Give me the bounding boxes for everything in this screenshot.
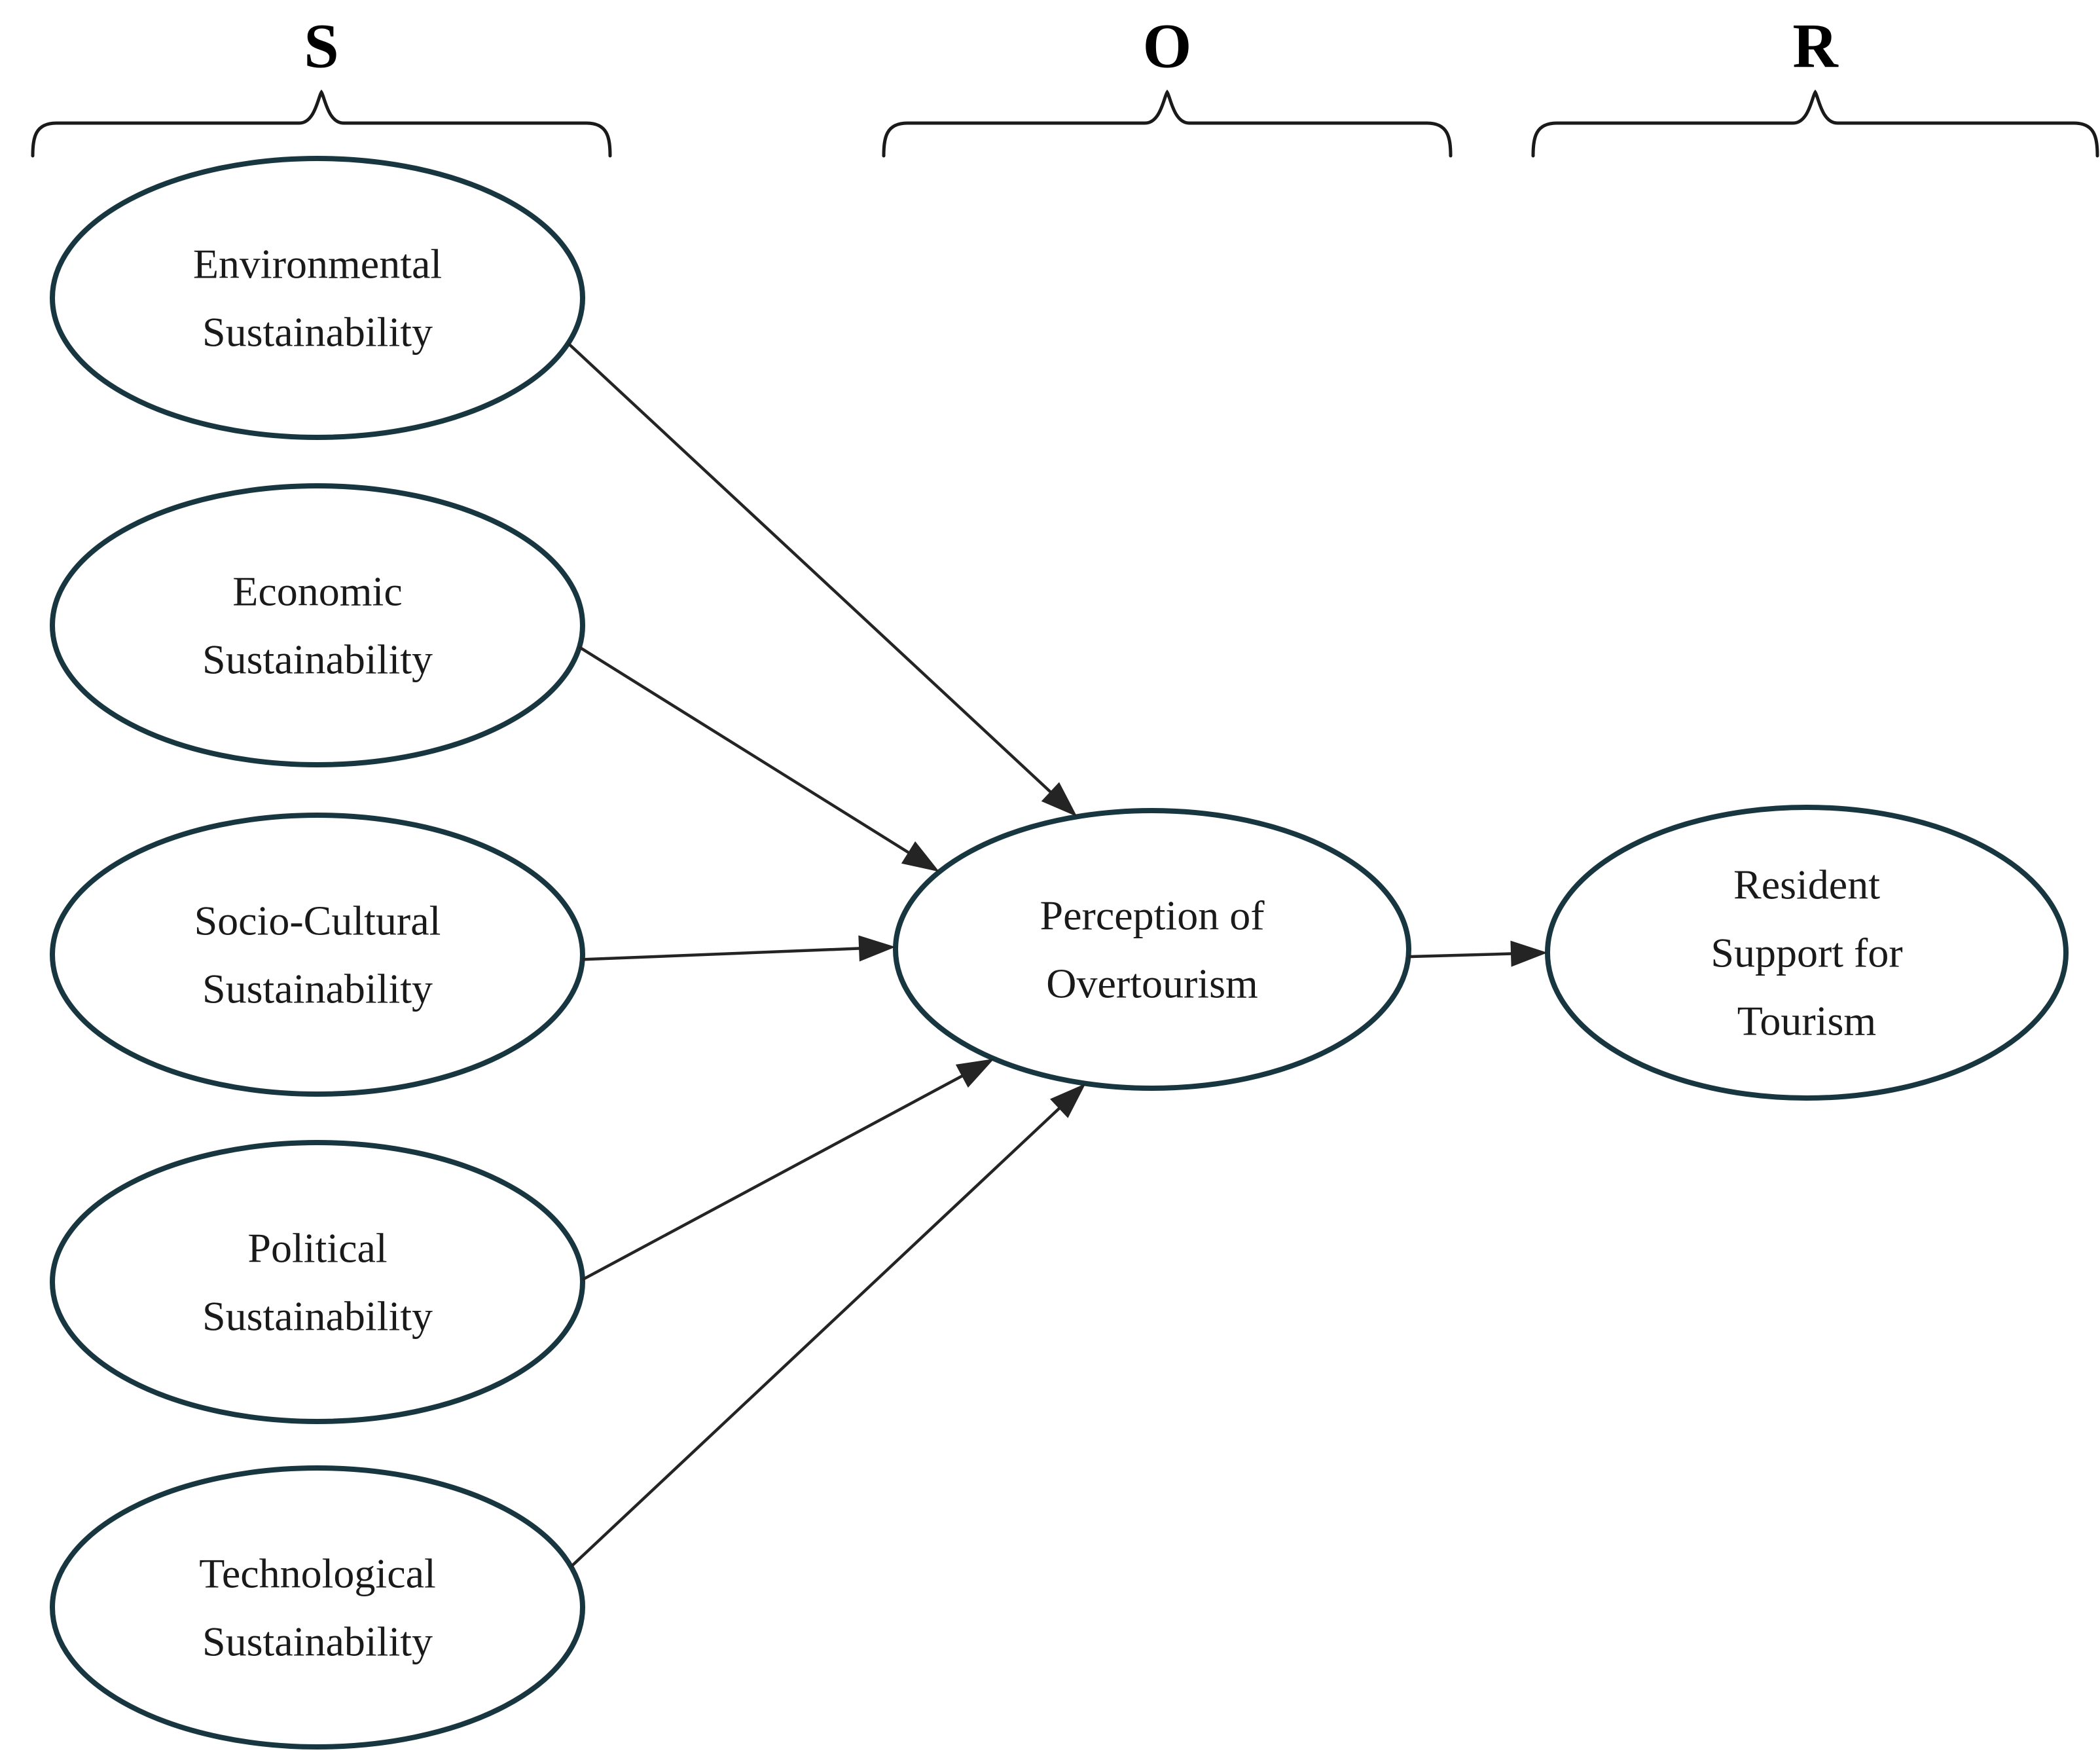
node-ellipse-eco [50,483,585,767]
node-label-line: Tourism [1737,998,1876,1044]
node-label-line: Sustainability [202,636,433,683]
section-label-r: R [1792,11,1839,81]
edge-soc-po-line [582,947,863,961]
node-label-line: Political [247,1225,387,1272]
node-ellipse-tec [50,1465,585,1750]
node-label-line: Support for [1711,930,1902,976]
edge-eco-po-arrowhead [901,841,940,872]
edge-tec-po-arrowhead [1050,1083,1086,1118]
node-label-line: Environmental [193,241,442,287]
edge-env-po-arrowhead [1041,782,1077,817]
node-label-line: Socio-Cultural [194,898,441,944]
node-label-line: Economic [232,568,402,615]
node-ellipse-pol [50,1140,585,1424]
section-brace-r [1531,89,2099,158]
edge-env-po-line [567,342,1055,796]
node-label-po: Perception of Overtourism [1040,892,1265,1007]
section-label-o: O [1143,11,1192,81]
edge-eco-po-line [578,646,913,856]
edge-soc-po-arrowhead [858,935,896,962]
edge-pol-po-arrowhead [955,1059,994,1088]
node-ellipse-env [50,156,585,440]
node-ellipse-po [893,808,1411,1091]
node-label-line: Overtourism [1046,961,1258,1007]
edge-pol-po-line [581,1072,966,1281]
section-label-s: S [304,11,338,81]
section-brace-s [31,89,612,158]
node-label-line: Sustainability [202,309,433,356]
edge-tec-po-line [570,1105,1063,1568]
node-label-line: Resident [1733,862,1880,908]
node-ellipse-soc [50,813,585,1097]
edge-po-res-line [1408,952,1515,959]
node-label-line: Perception of [1040,892,1265,939]
node-label-line: Sustainability [202,1619,433,1665]
section-brace-o [882,89,1453,158]
node-label-line: Sustainability [202,1293,433,1340]
node-label-line: Sustainability [202,966,433,1012]
edge-po-res-arrowhead [1510,940,1548,967]
node-label-line: Technological [199,1550,436,1597]
